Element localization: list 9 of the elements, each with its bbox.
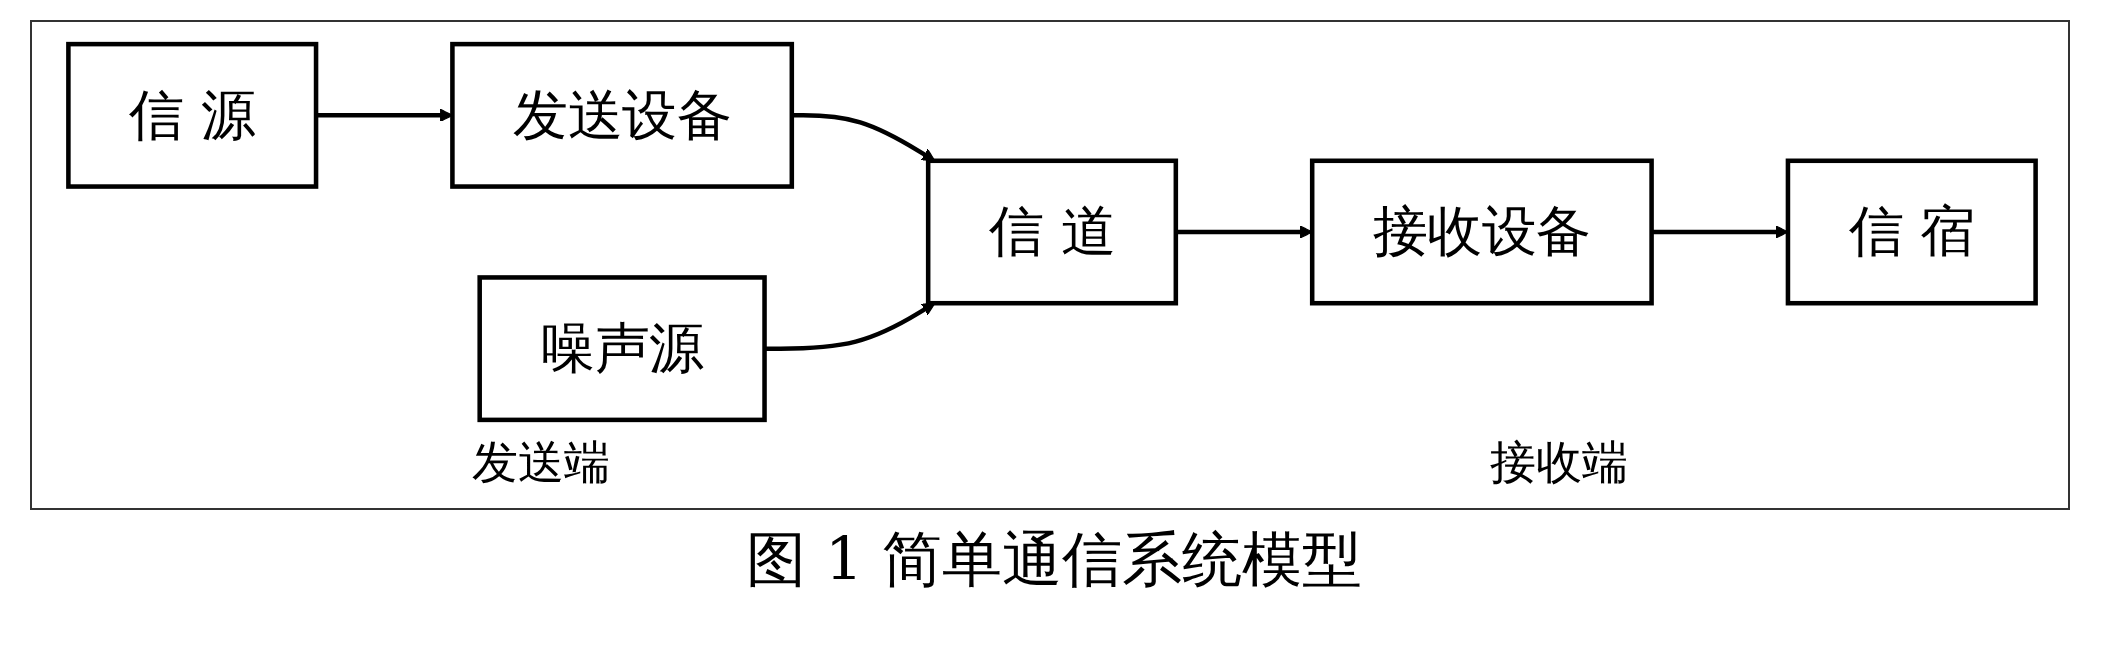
figure-caption: 图 1 简单通信系统模型 — [745, 524, 1363, 594]
node-box: 发送设备 — [450, 41, 795, 189]
node-box: 信 宿 — [1785, 158, 2038, 306]
node-box: 接收设备 — [1309, 158, 1654, 306]
node-box: 信 道 — [925, 158, 1179, 306]
bracket-label: 接收端 — [1490, 434, 1628, 491]
node-box: 信 源 — [66, 41, 319, 189]
node-box: 噪声源 — [477, 275, 767, 423]
bracket-label: 发送端 — [472, 434, 610, 491]
